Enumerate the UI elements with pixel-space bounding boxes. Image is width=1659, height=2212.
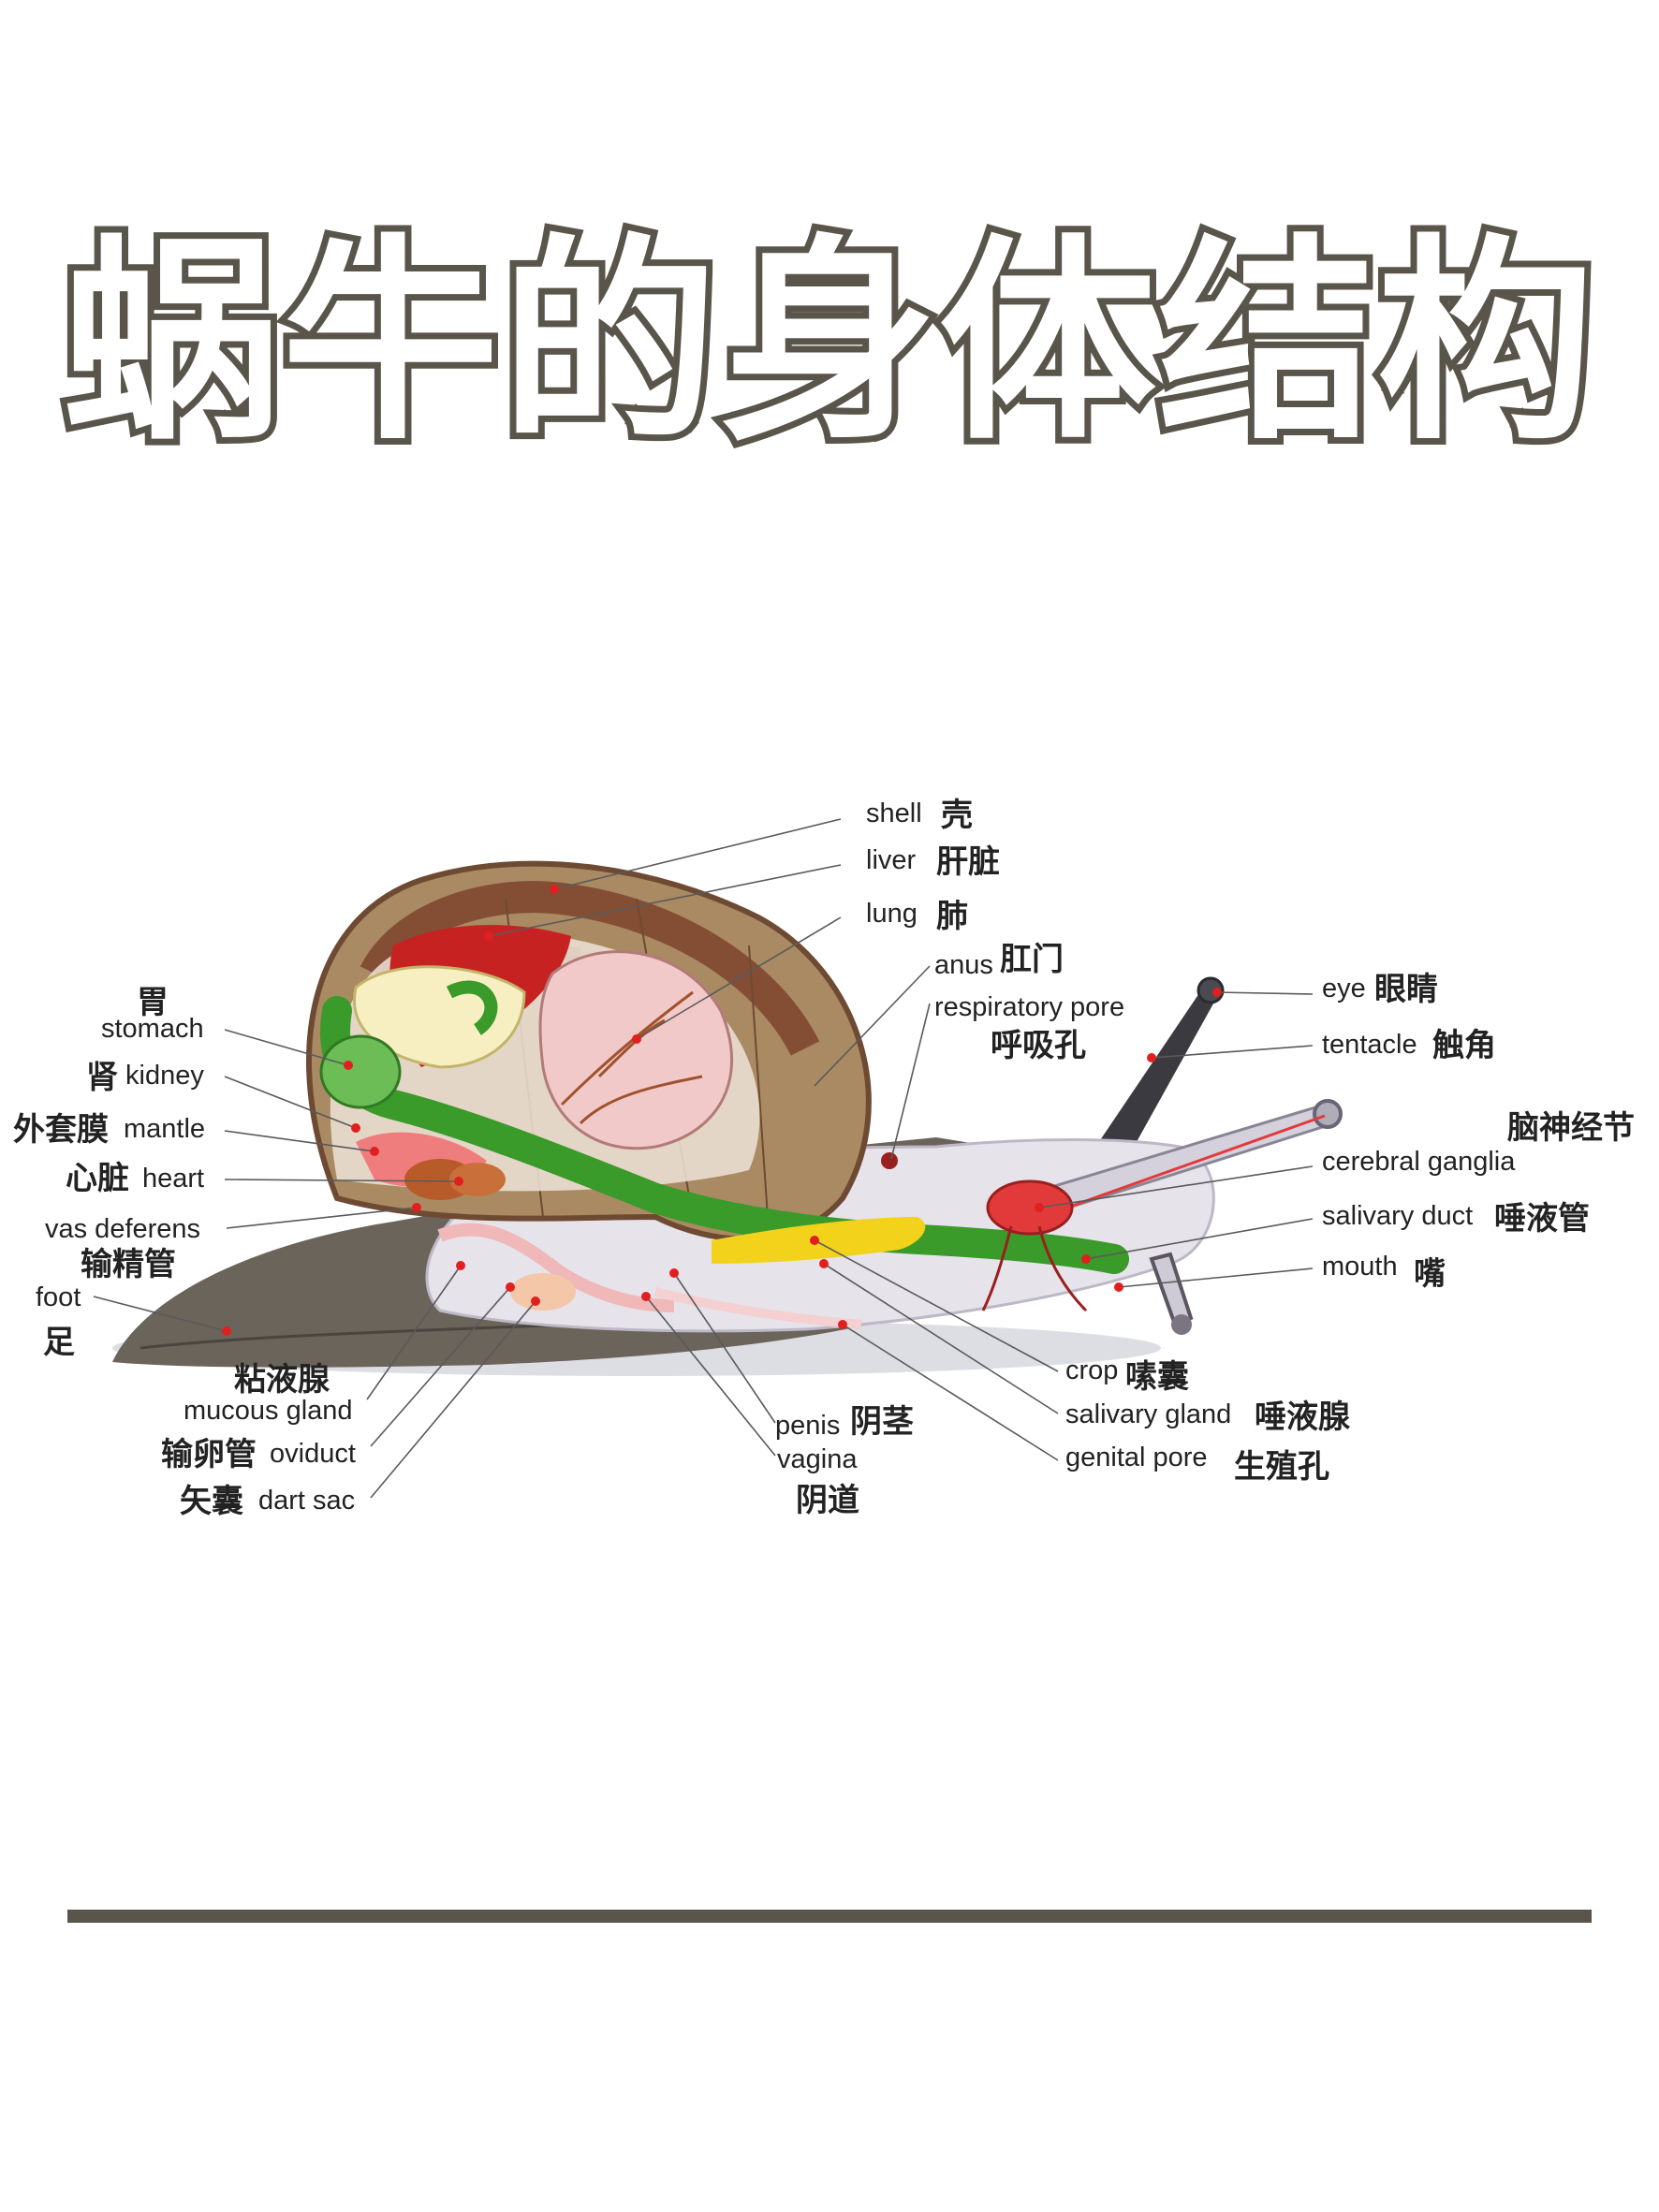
lower-tentacle	[1149, 1252, 1194, 1327]
label-cerebral-ganglia-en: cerebral ganglia	[1322, 1147, 1516, 1177]
label-genital-pore-en: genital pore	[1065, 1443, 1208, 1472]
label-tentacle-en: tentacle	[1322, 1030, 1417, 1060]
label-respiratory-pore-en: respiratory pore	[934, 992, 1124, 1022]
label-liver-zh: 肝脏	[936, 843, 1000, 881]
label-cerebral-ganglia-zh: 脑神经节	[1507, 1109, 1635, 1147]
label-anus-zh: 肛门	[1000, 941, 1064, 978]
lung	[538, 950, 734, 1150]
label-mouth-zh: 嘴	[1414, 1255, 1446, 1293]
label-genital-pore-zh: 生殖孔	[1234, 1448, 1329, 1486]
label-salivary-gland-en: salivary gland	[1065, 1399, 1231, 1429]
label-salivary-duct-en: salivary duct	[1322, 1201, 1473, 1231]
leader-lines	[93, 818, 1314, 1499]
label-lung-zh: 肺	[936, 898, 968, 935]
label-heart-en: heart	[142, 1164, 204, 1194]
label-vagina-en: vagina	[777, 1444, 858, 1474]
label-vagina-zh: 阴道	[796, 1482, 859, 1519]
bottom-divider	[67, 1910, 1592, 1923]
label-vas-deferens-en: vas deferens	[45, 1214, 200, 1244]
label-oviduct-en: oviduct	[270, 1439, 356, 1469]
label-eye-zh: 眼睛	[1374, 971, 1438, 1008]
label-mucous-gland-zh: 粘液腺	[234, 1361, 330, 1399]
label-salivary-duct-zh: 唾液管	[1494, 1200, 1590, 1238]
label-salivary-gland-zh: 唾液腺	[1255, 1399, 1351, 1436]
label-oviduct-zh: 输卵管	[161, 1436, 257, 1473]
label-crop-zh: 嗉囊	[1125, 1358, 1189, 1396]
label-foot-en: foot	[36, 1282, 81, 1312]
label-mouth-en: mouth	[1322, 1252, 1398, 1282]
label-liver-en: liver	[866, 845, 917, 875]
label-mantle-zh: 外套膜	[13, 1111, 109, 1149]
label-mucous-gland-en: mucous gland	[184, 1396, 353, 1426]
label-stomach-zh: 胃	[137, 984, 169, 1021]
label-kidney-en: kidney	[125, 1061, 204, 1091]
label-crop-en: crop	[1065, 1355, 1118, 1385]
label-dart-sac-en: dart sac	[258, 1486, 355, 1516]
label-shell-en: shell	[866, 798, 922, 828]
label-penis-en: penis	[775, 1411, 840, 1441]
label-mantle-en: mantle	[124, 1114, 205, 1144]
label-vas-deferens-zh: 输精管	[81, 1246, 176, 1283]
marker-points	[222, 885, 1222, 1336]
label-kidney-zh: 肾	[86, 1059, 118, 1096]
label-eye-en: eye	[1322, 974, 1366, 1003]
snail-illustration	[112, 860, 1343, 1376]
label-shell-zh: 壳	[941, 797, 973, 834]
label-penis-zh: 阴茎	[850, 1403, 914, 1441]
label-tentacle-zh: 触角	[1432, 1027, 1496, 1064]
labels: shell 壳 liver 肝脏 lung 肺 anus 肛门 respirat…	[13, 797, 1635, 1520]
page-title: 蜗牛的身体结构	[56, 216, 1601, 469]
label-foot-zh: 足	[43, 1324, 75, 1361]
label-heart-zh: 心脏	[66, 1160, 129, 1197]
label-lung-en: lung	[866, 899, 918, 929]
ganglia-shape	[986, 1179, 1074, 1236]
label-respiratory-pore-zh: 呼吸孔	[991, 1027, 1086, 1064]
label-dart-sac-zh: 矢囊	[180, 1483, 243, 1520]
label-stomach-en: stomach	[101, 1014, 204, 1044]
label-anus-en: anus	[934, 950, 993, 980]
